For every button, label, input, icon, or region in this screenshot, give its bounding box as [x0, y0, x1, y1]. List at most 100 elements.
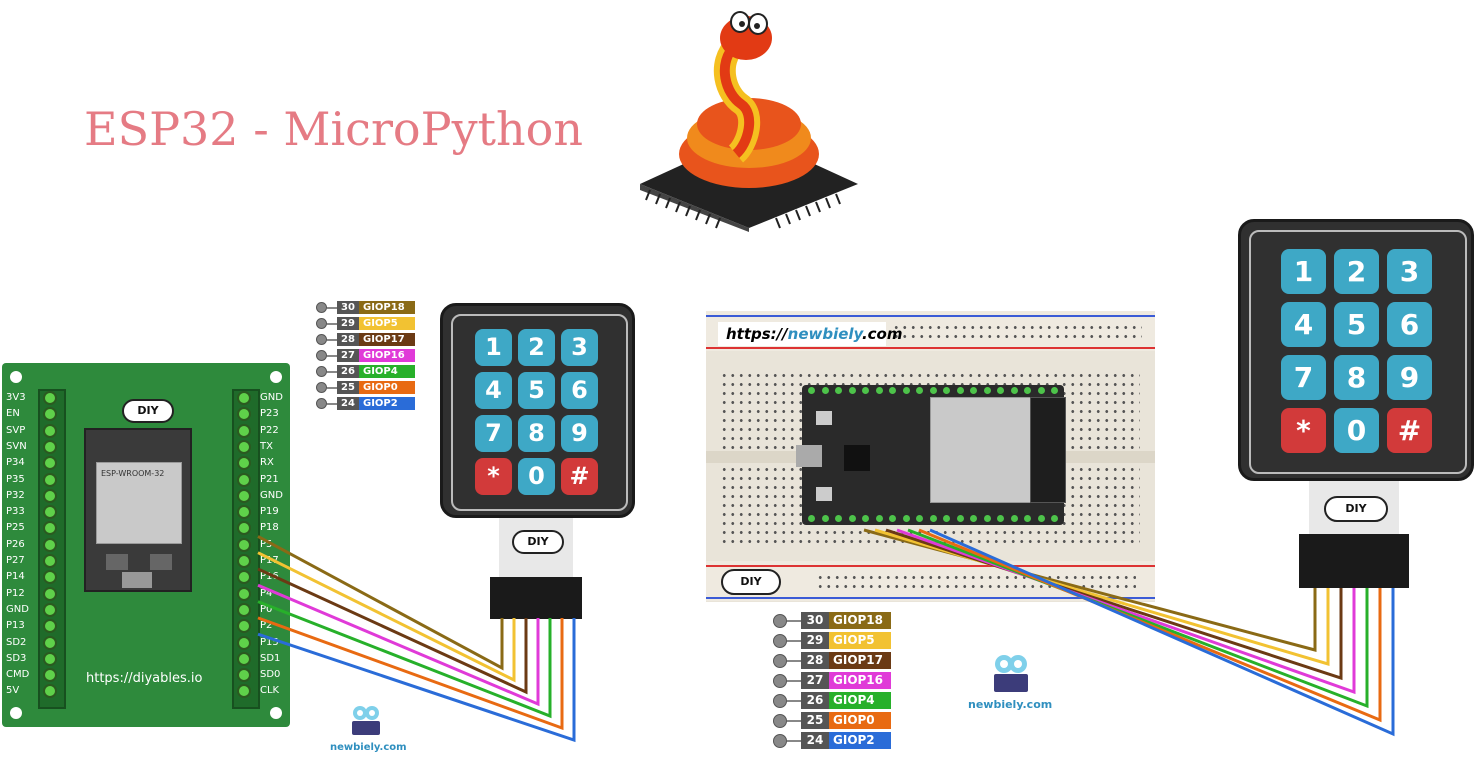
pin-label-right: GND	[260, 392, 283, 403]
pin-leader	[327, 370, 337, 373]
terminal-pin	[43, 570, 57, 585]
devkit-pin	[875, 387, 883, 394]
keypad-key[interactable]: 9	[561, 415, 598, 452]
en-button-small[interactable]	[816, 411, 832, 425]
keypad-key[interactable]: 5	[1334, 302, 1379, 347]
keypad-key[interactable]: 8	[518, 415, 555, 452]
pin-dot	[773, 613, 787, 628]
terminal-pin	[237, 684, 251, 699]
pin-leader	[787, 659, 801, 662]
url-suffix: .com	[861, 325, 903, 343]
boot-button-small[interactable]	[816, 487, 832, 501]
devkit-pin	[1024, 515, 1031, 522]
url-prefix: https://	[726, 325, 788, 343]
pin-label-right: P22	[260, 424, 279, 436]
pin-label-left: SVN	[6, 440, 27, 452]
devkit-pin	[862, 515, 869, 522]
pin-dot	[316, 302, 327, 313]
pin-label-left: P35	[6, 473, 25, 485]
pin-label-left: EN	[6, 408, 20, 420]
jumper-wire	[257, 618, 576, 743]
pin-dot	[773, 633, 787, 648]
keypad-key[interactable]: 0	[518, 458, 555, 495]
keypad-key[interactable]: 1	[475, 329, 512, 366]
terminal-pin	[43, 456, 57, 471]
terminal-pin	[43, 668, 57, 683]
micro-usb-port	[796, 445, 822, 467]
keypad-key[interactable]: 4	[1281, 302, 1326, 347]
terminal-pin	[237, 407, 251, 422]
devkit-pin	[1037, 387, 1045, 394]
keypad-key[interactable]: 7	[475, 415, 512, 452]
jumper-wire	[929, 528, 1395, 737]
pin-leader	[327, 338, 337, 341]
pin-label-right: CLK	[260, 685, 280, 697]
pin-label-right: P4	[260, 587, 273, 599]
gpio-name: GIOP2	[829, 732, 891, 749]
keypad-key[interactable]: 6	[561, 372, 598, 409]
pin-leader	[787, 739, 801, 742]
pin-label-left: P27	[6, 555, 25, 566]
pin-number: 28	[337, 333, 359, 346]
devkit-pin	[889, 515, 896, 522]
keypad-key[interactable]: 2	[1334, 249, 1379, 294]
keypad-key[interactable]: 3	[561, 329, 598, 366]
usb-port	[122, 572, 152, 588]
keypad-key[interactable]: 7	[1281, 355, 1326, 400]
keypad-key[interactable]: 3	[1387, 249, 1432, 294]
rail-line-red	[706, 347, 1155, 349]
pin-label-right: P21	[260, 473, 279, 485]
keypad-key[interactable]: 9	[1387, 355, 1432, 400]
diyables-logo-ribbon-left: DIY	[512, 530, 564, 554]
keypad-key[interactable]: *	[475, 458, 512, 495]
keypad-key[interactable]: 6	[1387, 302, 1432, 347]
boot-button[interactable]	[150, 554, 172, 570]
pin-number: 26	[801, 692, 829, 709]
diyables-logo-breadboard: DIY	[721, 569, 781, 595]
pin-label-left: P34	[6, 457, 25, 469]
keypad-key[interactable]: 2	[518, 329, 555, 366]
devkit-pin	[821, 515, 829, 522]
keypad-key[interactable]: 5	[518, 372, 555, 409]
pin-label-left: GND	[6, 603, 29, 615]
jumper-wire	[885, 528, 1343, 681]
pin-number: 30	[801, 612, 829, 629]
keypad-key[interactable]: 0	[1334, 408, 1379, 453]
pin-dot	[773, 673, 787, 688]
en-button[interactable]	[106, 554, 128, 570]
pin-dot	[773, 693, 787, 708]
keypad-key[interactable]: #	[1387, 408, 1432, 453]
rail-line-blue	[706, 597, 1155, 599]
keypad-bezel	[451, 314, 628, 511]
mounting-hole	[270, 707, 282, 719]
keypad-key[interactable]: *	[1281, 408, 1326, 453]
pin-label-left: P25	[6, 522, 25, 534]
devkit-pin	[1010, 387, 1018, 394]
pin-number: 27	[801, 672, 829, 689]
terminal-pin	[237, 439, 251, 454]
devkit-pin	[902, 387, 910, 394]
terminal-pin	[43, 554, 57, 568]
keypad-key[interactable]: 8	[1334, 355, 1379, 400]
devkit-pin	[1051, 515, 1058, 522]
pin-leader	[327, 402, 337, 405]
pin-number: 24	[801, 732, 829, 749]
jumper-wire	[257, 535, 504, 671]
pin-number: 27	[337, 349, 359, 362]
keypad-key[interactable]: 4	[475, 372, 512, 409]
pin-leader	[787, 679, 801, 682]
breadboard-url-label: https://newbiely.com	[718, 322, 902, 346]
terminal-pin	[237, 391, 251, 405]
keypad-key[interactable]: #	[561, 458, 598, 495]
keypad-key[interactable]: 1	[1281, 249, 1326, 294]
jumper-wire	[257, 616, 564, 731]
jumper-wire	[257, 567, 528, 695]
pin-label-left: CMD	[6, 669, 30, 681]
rail-line-red	[706, 565, 1155, 567]
